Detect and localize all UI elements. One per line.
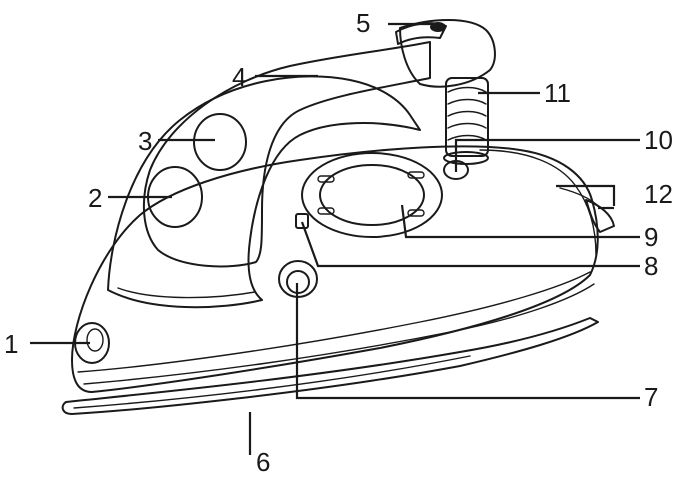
callout-7: 7 (644, 382, 658, 412)
callout-6: 6 (256, 447, 270, 476)
callout-12: 12 (644, 179, 673, 209)
callout-8: 8 (644, 251, 658, 281)
steam-burst-button (193, 113, 247, 171)
callout-9: 9 (644, 222, 658, 252)
callout-numbers: 1 2 3 4 5 6 7 8 9 10 11 12 (4, 8, 673, 477)
leader-lines (30, 22, 640, 455)
hinge-spring (443, 77, 489, 165)
handle-grip (142, 19, 496, 268)
steam-slider (295, 213, 309, 229)
handle-release-button (395, 22, 447, 45)
leader-9 (400, 204, 640, 239)
callout-3: 3 (138, 126, 152, 156)
handle-base (107, 75, 421, 309)
callout-2: 2 (88, 183, 102, 213)
leader-12-a (556, 184, 616, 206)
water-fill-cap (301, 152, 443, 238)
callout-5: 5 (356, 8, 370, 38)
callout-4: 4 (232, 62, 246, 92)
heel-rest (559, 187, 615, 233)
callout-11: 11 (544, 78, 571, 108)
soleplate (61, 317, 599, 415)
callout-1: 1 (4, 329, 18, 359)
leader-10 (454, 138, 640, 172)
leader-8 (300, 221, 640, 268)
callout-10: 10 (644, 125, 673, 155)
leader-7 (295, 283, 640, 400)
